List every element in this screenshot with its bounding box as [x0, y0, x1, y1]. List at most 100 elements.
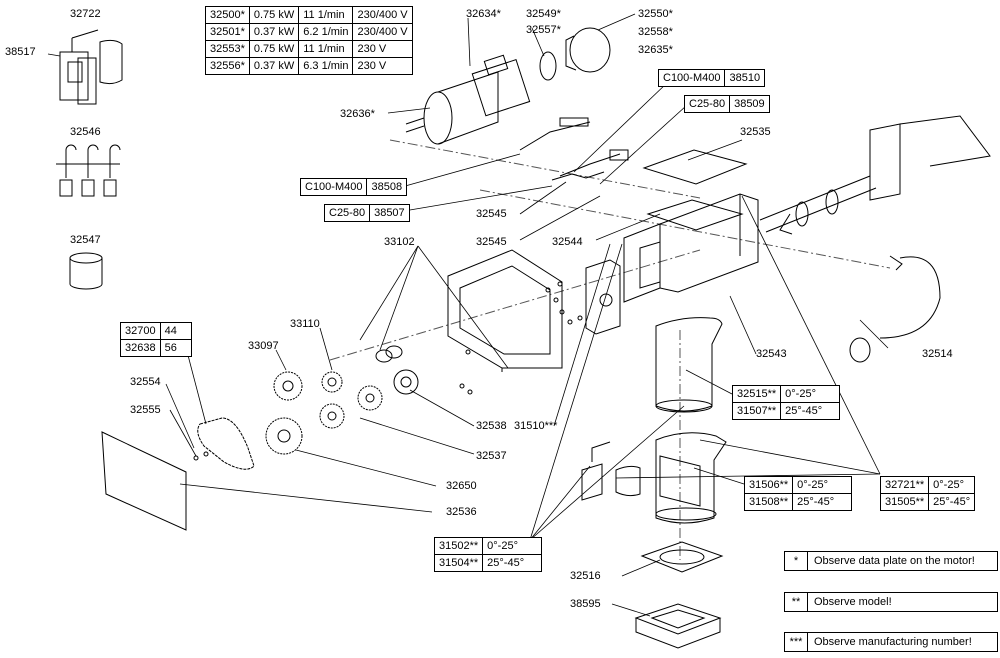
part-label: 32538: [476, 420, 507, 432]
table-cell: 11 1/min: [298, 40, 354, 58]
part-label: 32634*: [466, 8, 501, 20]
sensor-hooks-icon: [56, 144, 121, 197]
table-cell: 0.37 kW: [248, 23, 300, 41]
chute-icon: [655, 317, 723, 413]
part-label: 32636*: [340, 108, 375, 120]
table-cell: 6.2 1/min: [298, 23, 354, 41]
table-cell: 38507: [369, 204, 410, 222]
box-31506: 31506** 0°-25° 31508** 25°-45°: [743, 476, 853, 511]
bolts-icon: [193, 281, 583, 461]
table-cell: 0.75 kW: [248, 40, 300, 58]
table-row: C100-M400 38508: [299, 178, 408, 196]
table-cell: 32638: [120, 339, 161, 357]
cable-set-icon: [519, 117, 629, 181]
table-cell: 25°-45°: [482, 554, 543, 572]
part-label: 33110: [290, 318, 320, 330]
table-cell: 230 V: [352, 57, 413, 75]
table-cell: 31505**: [879, 493, 930, 511]
table-cell: 31508**: [743, 493, 794, 511]
table-row: C25-80 38509: [683, 95, 770, 113]
footnote-text: Observe manufacturing number!: [814, 636, 972, 648]
part-label: 32514: [922, 348, 953, 360]
table-row: 31507** 25°-45°: [731, 402, 841, 420]
table-cell: 0.37 kW: [248, 57, 300, 75]
table-cell: 25°-45°: [928, 493, 976, 511]
box-c100-top: C100-M400 38510: [657, 69, 766, 87]
box-32721: 32721** 0°-25° 31505** 25°-45°: [879, 476, 976, 511]
table-cell: 32553*: [205, 40, 250, 58]
table-cell: C100-M400: [299, 178, 368, 196]
switch-part-icon: [59, 29, 123, 105]
fan-and-cover-icon: [539, 27, 611, 81]
part-label: 32549*: [526, 8, 561, 20]
box-32515: 32515** 0°-25° 31507** 25°-45°: [731, 385, 841, 420]
table-row: 32556* 0.37 kW 6.3 1/min 230 V: [205, 57, 413, 75]
drive-housing-box-icon: [447, 249, 563, 372]
part-label: 32545: [476, 208, 507, 220]
part-label: 32554: [130, 376, 161, 388]
table-cell: C25-80: [683, 95, 731, 113]
table-cell: 31506**: [743, 476, 794, 494]
table-row: 31504** 25°-45°: [433, 554, 543, 572]
footnote-mark: ***: [785, 633, 808, 651]
table-cell: 32501*: [205, 23, 250, 41]
part-label: 32544: [552, 236, 583, 248]
part-label: 32543: [756, 348, 787, 360]
part-label: 32557*: [526, 24, 561, 36]
table-cell: 38508: [366, 178, 408, 196]
footnote-text: Observe model!: [814, 596, 892, 608]
part-label: 32537: [476, 450, 507, 462]
table-cell: 32721**: [879, 476, 930, 494]
assembly-axis-lines: [329, 139, 891, 560]
table-cell: 25°-45°: [780, 402, 841, 420]
table-cell: 31504**: [433, 554, 484, 572]
gear-motor-icon: [405, 54, 531, 145]
part-label: 32650: [446, 480, 477, 492]
cover-cap-icon: [69, 252, 103, 290]
sensor-cable-icon: [849, 255, 941, 363]
table-cell: 32500*: [205, 6, 250, 24]
box-c25-mid: C25-80 38507: [323, 204, 410, 222]
part-label: 32545: [476, 236, 507, 248]
table-row: 31505** 25°-45°: [879, 493, 976, 511]
table-cell: 38510: [724, 69, 766, 87]
footnote-double-star: ** Observe model!: [784, 592, 998, 612]
part-label: 32536: [446, 506, 477, 518]
table-row: 32553* 0.75 kW 11 1/min 230 V: [205, 40, 413, 58]
part-label: 32635*: [638, 44, 673, 56]
table-cell: 11 1/min: [298, 6, 354, 24]
table-row: C100-M400 38510: [657, 69, 766, 87]
table-cell: 32515**: [731, 385, 782, 403]
part-label: 33102: [384, 236, 415, 248]
table-cell: 56: [159, 339, 192, 357]
table-row: 31508** 25°-45°: [743, 493, 853, 511]
footnote-triple-star: *** Observe manufacturing number!: [784, 632, 998, 652]
part-label: 32722: [70, 8, 101, 20]
table-cell: 31502**: [433, 537, 484, 555]
table-row: 32638 56: [120, 339, 192, 357]
table-row: 31502** 0°-25°: [433, 537, 543, 555]
table-row: 32700 44: [120, 322, 192, 340]
table-cell: 32556*: [205, 57, 250, 75]
table-row: 32500* 0.75 kW 11 1/min 230/400 V: [205, 6, 413, 24]
footnote-mark: *: [785, 552, 808, 570]
table-cell: C25-80: [323, 204, 371, 222]
top-plate-icon: [642, 149, 748, 231]
table-cell: 44: [159, 322, 192, 340]
table-cell: 0°-25°: [780, 385, 841, 403]
table-cell: 230 V: [352, 40, 413, 58]
part-label: 38517: [5, 46, 36, 58]
sprockets-and-chain-icon: [197, 345, 419, 470]
table-cell: 0.75 kW: [248, 6, 300, 24]
part-label: 33097: [248, 340, 279, 352]
table-row: 32501* 0.37 kW 6.2 1/min 230/400 V: [205, 23, 413, 41]
table-cell: C100-M400: [657, 69, 726, 87]
table-cell: 38509: [729, 95, 770, 113]
table-cell: 31507**: [731, 402, 782, 420]
table-cell: 32700: [120, 322, 161, 340]
table-cell: 230/400 V: [352, 23, 413, 41]
box-c25-top: C25-80 38509: [683, 95, 770, 113]
part-label: 38595: [570, 598, 601, 610]
table-cell: 0°-25°: [482, 537, 543, 555]
footnote-single-star: * Observe data plate on the motor!: [784, 551, 998, 571]
